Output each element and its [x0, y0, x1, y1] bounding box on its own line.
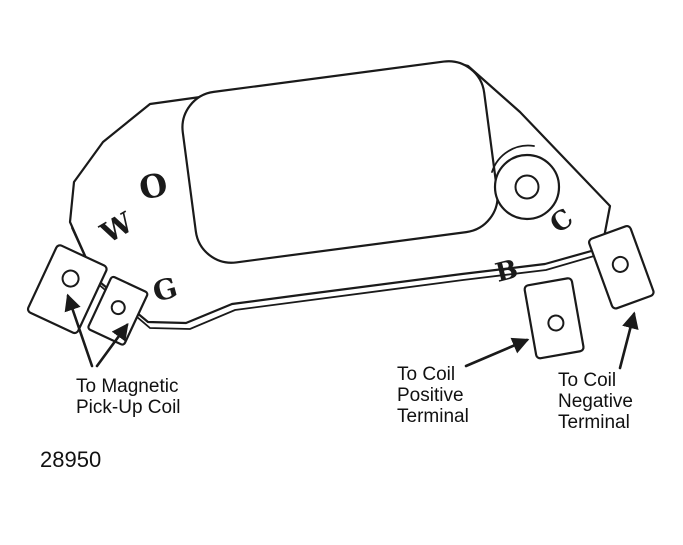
potting-window [181, 60, 499, 264]
callout-coil-positive-line1: To Coil [397, 364, 455, 385]
spade-terminals [26, 224, 655, 360]
callout-magnetic-pickup-line2: Pick-Up Coil [76, 397, 181, 418]
arrow-to-coil-negative-terminal [618, 311, 639, 370]
callout-magnetic-pickup-line1: To Magnetic [76, 376, 178, 397]
arrow-to-pickup-terminal-2 [95, 322, 129, 368]
callout-coil-positive-line3: Terminal [397, 406, 469, 427]
boss-arc [491, 144, 535, 173]
callout-coil-negative-line3: Terminal [558, 412, 630, 433]
callout-coil-positive-line2: Positive [397, 385, 464, 406]
terminal-lug-coil-negative [588, 224, 655, 310]
callout-coil-positive: To Coil Positive Terminal [397, 364, 469, 427]
callout-magnetic-pickup: To Magnetic Pick-Up Coil [76, 376, 181, 418]
callout-arrows [64, 293, 639, 370]
callout-coil-negative-line2: Negative [558, 391, 633, 412]
terminal-lug-pickup-2 [87, 275, 149, 346]
module-body [68, 60, 612, 330]
terminal-lug-coil-positive [523, 277, 585, 360]
figure-number: 28950 [40, 447, 101, 472]
arrow-to-coil-positive-terminal [464, 337, 530, 368]
mounting-boss-hole [514, 174, 540, 200]
callout-coil-negative-line1: To Coil [558, 370, 616, 391]
arrow-to-pickup-terminal-1 [64, 293, 94, 368]
callout-coil-negative: To Coil Negative Terminal [558, 370, 633, 433]
terminal-lug-pickup-1 [26, 244, 108, 335]
